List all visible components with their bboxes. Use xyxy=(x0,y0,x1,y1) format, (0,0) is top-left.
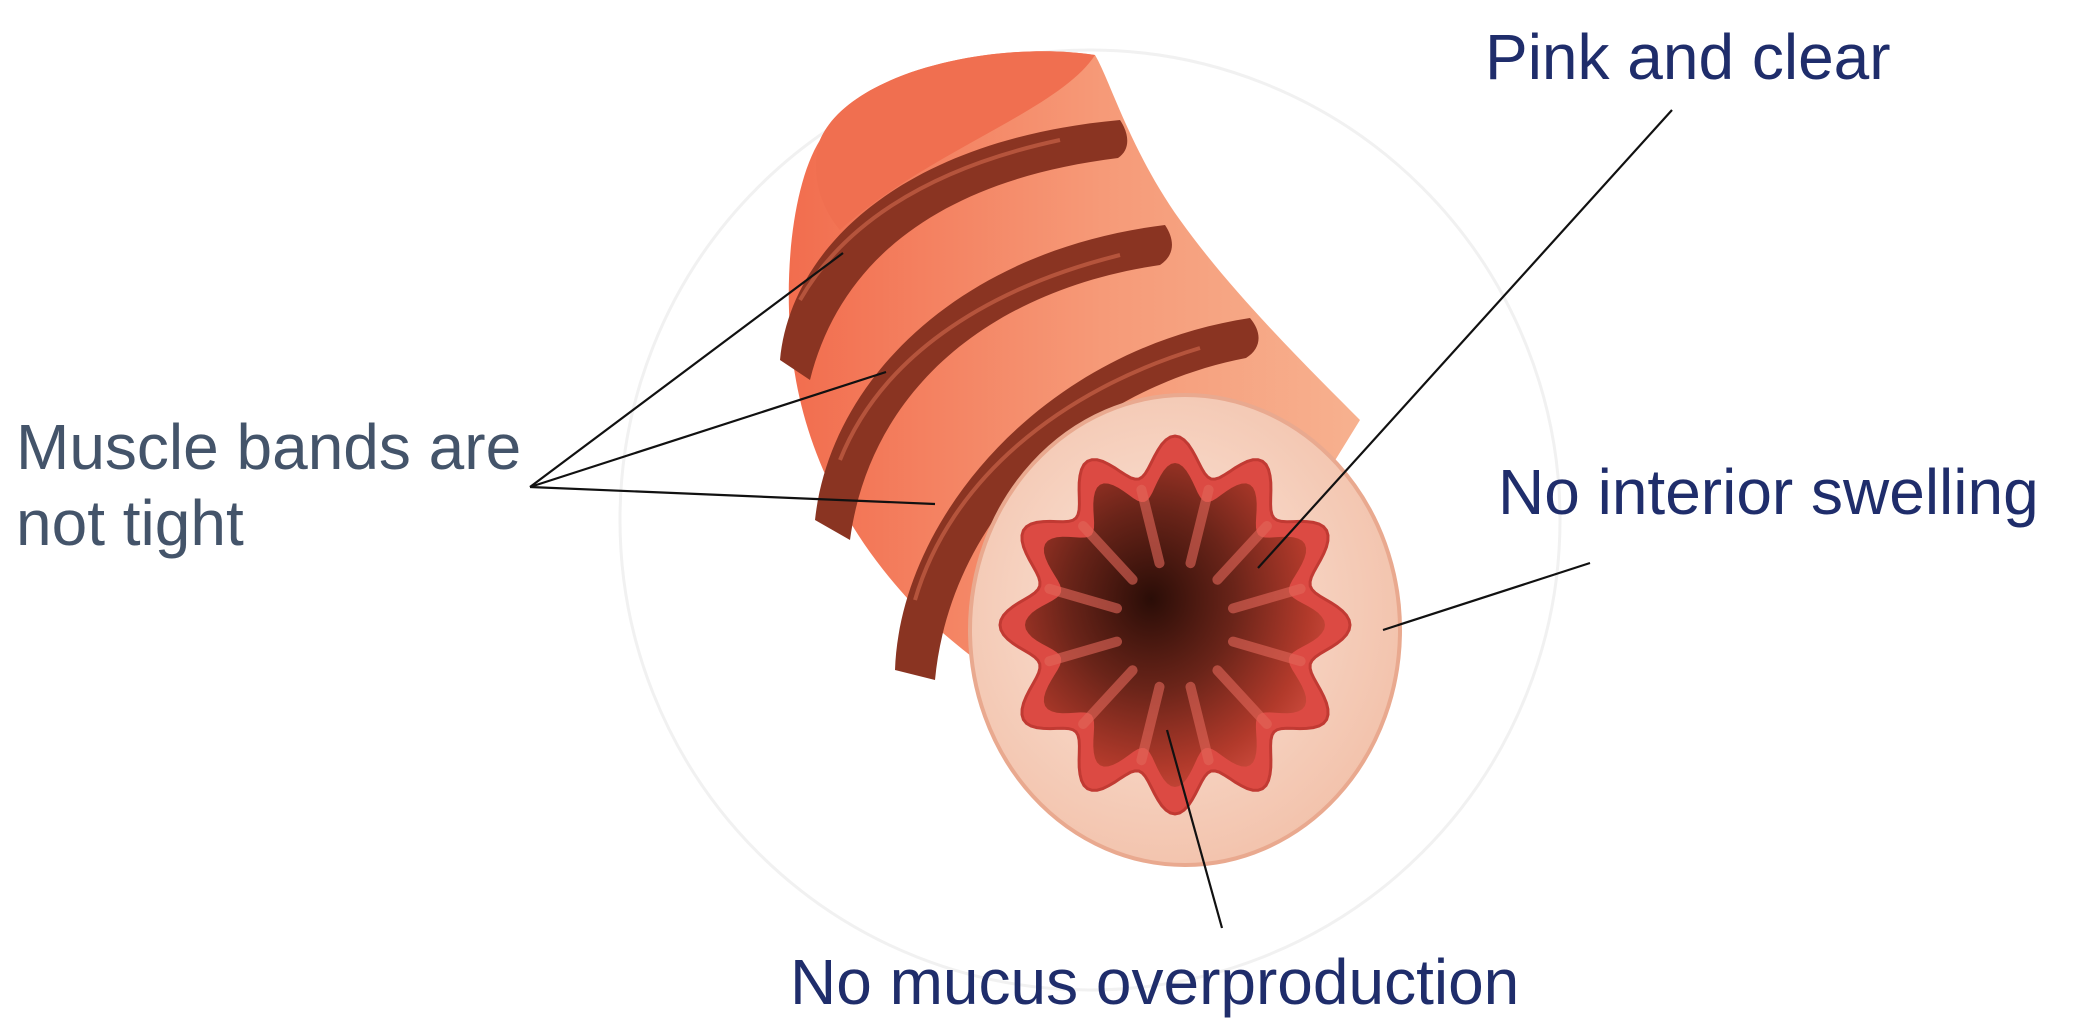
no-swelling-label: No interior swelling xyxy=(1498,455,2039,531)
muscle-bands-label: Muscle bands are not tight xyxy=(16,410,521,561)
muscle-bands-label-line1: Muscle bands are xyxy=(16,410,521,486)
no-mucus-label: No mucus overproduction xyxy=(790,945,1519,1021)
muscle-bands-label-line2: not tight xyxy=(16,486,521,562)
pink-and-clear-label: Pink and clear xyxy=(1485,20,1891,96)
